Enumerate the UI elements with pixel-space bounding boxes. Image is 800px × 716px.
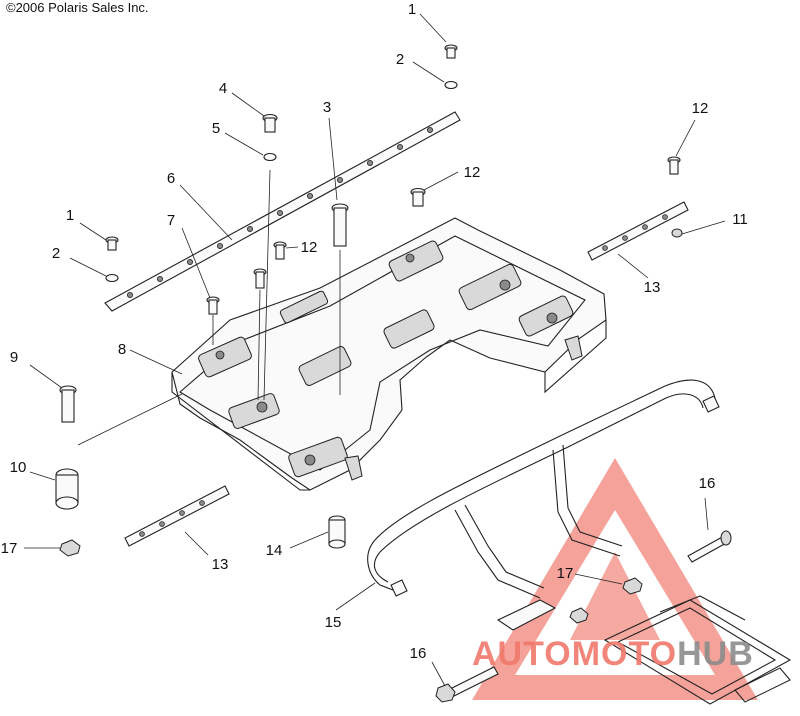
rail-holes — [127, 127, 433, 298]
callout-label: 1 — [66, 207, 74, 224]
screw-12-right — [667, 156, 681, 175]
watermark-triangle-inner — [570, 552, 660, 640]
callout-label: 12 — [301, 239, 318, 256]
rack-pockets — [198, 240, 574, 478]
copyright-notice: ©2006 Polaris Sales Inc. — [6, 0, 149, 15]
screw-4 — [262, 113, 278, 133]
rack-slots — [215, 253, 558, 466]
bolt-3 — [331, 203, 349, 247]
watermark-triangle-outer — [472, 458, 758, 700]
bushing-14 — [328, 515, 346, 549]
assembly-lines — [77, 169, 341, 446]
callout-labels: 1 2 3 4 5 6 7 12 1 2 12 12 11 13 8 9 10 … — [1, 1, 748, 662]
nut-17-lower — [569, 607, 589, 624]
callout-label: 16 — [410, 645, 427, 662]
screw-12-center — [410, 187, 426, 207]
callout-label: 6 — [167, 170, 175, 187]
svg-text:AUTOMOTOHUB: AUTOMOTOHUB — [472, 635, 754, 673]
callout-label: 12 — [692, 100, 709, 117]
rack-rim — [179, 235, 586, 471]
rear-rack-body — [171, 217, 607, 491]
bolt-16-bottom — [435, 666, 499, 703]
callout-label: 2 — [396, 51, 404, 68]
washer-2-top — [444, 80, 458, 90]
callout-label: 7 — [167, 212, 175, 229]
callout-label: 17 — [1, 540, 18, 557]
nut-17-middle — [622, 577, 643, 595]
bolt-9 — [59, 385, 77, 423]
callout-label: 14 — [266, 542, 283, 559]
watermark-text: AUTOMOTOHUB — [472, 635, 754, 673]
screw-12-lower — [253, 268, 267, 289]
washer-5 — [263, 152, 277, 162]
callout-label: 1 — [408, 1, 416, 18]
screw-1-top — [444, 44, 458, 59]
callout-label: 5 — [212, 120, 220, 137]
callout-label: 3 — [323, 99, 331, 116]
rack-side-wall — [171, 320, 607, 491]
nut-17-left — [59, 539, 81, 557]
callout-label: 9 — [10, 349, 18, 366]
screw-7 — [206, 296, 220, 315]
callout-label: 17 — [557, 565, 574, 582]
screw-12-left — [273, 241, 287, 260]
watermark-logo — [472, 458, 758, 700]
short-rail-left — [124, 485, 230, 547]
callout-label: 12 — [464, 164, 481, 181]
rack-front-tab — [564, 335, 583, 361]
callout-label: 8 — [118, 341, 126, 358]
watermark-moto: MOTO — [572, 635, 677, 673]
bolt-16-right — [687, 530, 732, 563]
short-rail-right — [587, 201, 689, 261]
callout-label: 4 — [219, 80, 227, 97]
nut-11 — [671, 228, 683, 238]
callout-label: 13 — [644, 279, 661, 296]
long-side-rail — [104, 111, 461, 312]
leader-lines — [24, 13, 726, 687]
rack-rear-tab — [344, 455, 363, 481]
callout-label: 16 — [699, 475, 716, 492]
watermark-auto: AUTO — [472, 635, 572, 673]
callout-label: 2 — [52, 245, 60, 262]
fasteners — [55, 44, 732, 703]
callout-label: 10 — [10, 459, 27, 476]
washer-2-left — [105, 273, 119, 283]
screw-1-left — [105, 236, 119, 251]
callout-label: 15 — [325, 614, 342, 631]
callout-label: 11 — [732, 211, 748, 228]
spacer-10 — [55, 468, 79, 510]
rack-frame — [367, 379, 792, 705]
callout-label: 13 — [212, 556, 229, 573]
watermark-hub: HUB — [677, 635, 754, 673]
